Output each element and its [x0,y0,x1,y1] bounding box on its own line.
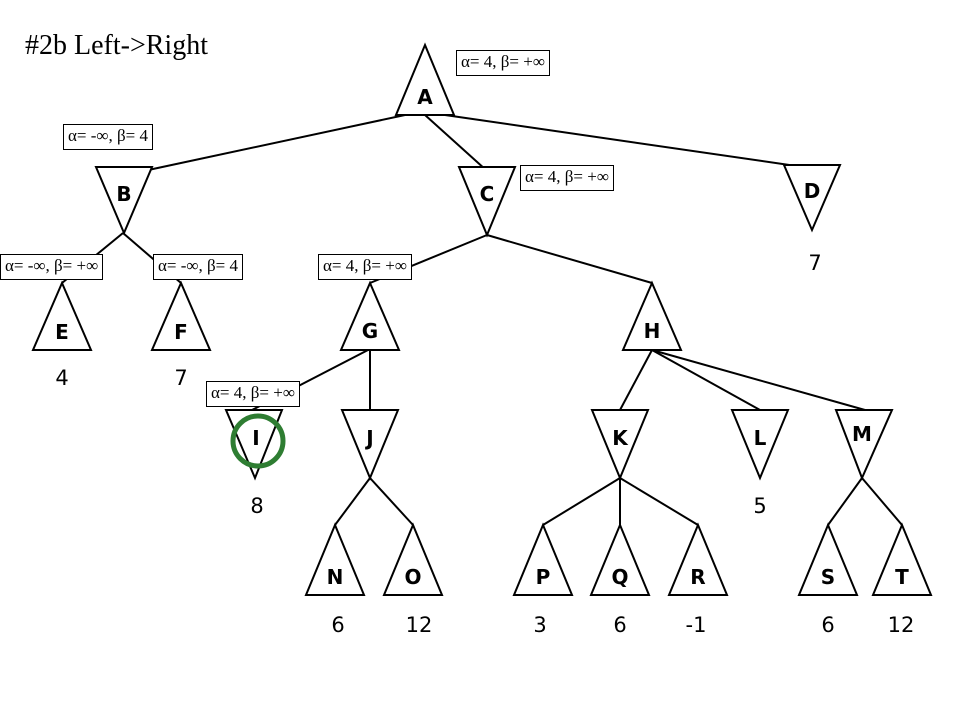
node-m: M [834,409,894,481]
node-s-label: S [821,565,835,589]
edge-j-n [334,477,371,526]
node-l: L [730,409,790,481]
node-q: Q [589,522,651,596]
node-d-label: D [804,179,821,203]
node-b-label: B [116,182,131,206]
page-title: #2b Left->Right [25,30,208,61]
alpha-beta-box-g: α= 4, β= +∞ [318,254,412,280]
edge-a-d [444,114,811,169]
node-j: J [340,409,400,481]
value-e: 4 [55,366,68,390]
edge-h-m [651,349,866,411]
alpha-beta-box-f: α= -∞, β= 4 [153,254,244,280]
node-q-label: Q [611,565,628,589]
value-d: 7 [808,251,821,275]
node-n-label: N [327,565,344,589]
node-f-label: F [174,320,188,344]
edge-h-l [651,349,761,411]
value-q: 6 [613,613,626,637]
edge-h-k [619,349,653,411]
node-c-label: C [480,182,495,206]
alpha-beta-box-c: α= 4, β= +∞ [520,165,614,191]
highlight-circle [230,413,286,469]
node-a-label: A [417,85,433,109]
value-t: 12 [888,613,915,637]
value-r: -1 [686,613,707,637]
alpha-beta-box-a: α= 4, β= +∞ [456,50,550,76]
node-e-label: E [55,320,69,344]
value-f: 7 [174,366,187,390]
tree-edges [61,114,903,526]
node-j-label: J [364,426,373,450]
edge-m-s [827,477,863,526]
node-p: P [512,522,574,596]
edge-c-h [486,234,653,284]
node-k: K [590,409,650,481]
node-g-label: G [362,319,378,343]
node-s: S [797,522,859,596]
value-p: 3 [533,613,546,637]
node-l-label: L [754,426,767,450]
edge-a-b [124,114,406,176]
node-m-label: M [852,422,872,446]
alpha-beta-box-i: α= 4, β= +∞ [206,381,300,407]
node-n: N [304,522,366,596]
node-f: F [150,280,212,351]
edge-k-p [542,477,621,526]
value-l: 5 [753,494,766,518]
value-n: 6 [331,613,344,637]
node-h: H [621,280,683,351]
leaf-values: 7 4 7 8 5 6 12 3 6 -1 6 12 [55,251,914,637]
value-s: 6 [821,613,834,637]
edge-k-r [619,477,699,526]
node-k-label: K [612,426,629,450]
alpha-beta-box-b: α= -∞, β= 4 [63,124,154,150]
node-e: E [31,280,93,351]
node-a: A [394,42,456,116]
node-h-label: H [644,319,661,343]
edge-m-t [861,477,903,526]
node-d: D [782,164,842,233]
node-t: T [871,522,933,596]
edge-a-c [424,114,487,171]
node-p-label: P [536,565,551,589]
node-r-label: R [690,565,705,589]
value-o: 12 [406,613,433,637]
node-o-label: O [404,565,421,589]
alpha-beta-box-e: α= -∞, β= +∞ [0,254,104,280]
node-o: O [382,522,444,596]
node-g: G [339,280,401,351]
edge-j-o [369,477,414,526]
node-r: R [667,522,729,596]
node-b: B [94,166,154,236]
value-i: 8 [250,494,263,518]
node-i-label: I [252,426,259,450]
node-c: C [457,166,517,238]
node-t-label: T [895,565,909,589]
